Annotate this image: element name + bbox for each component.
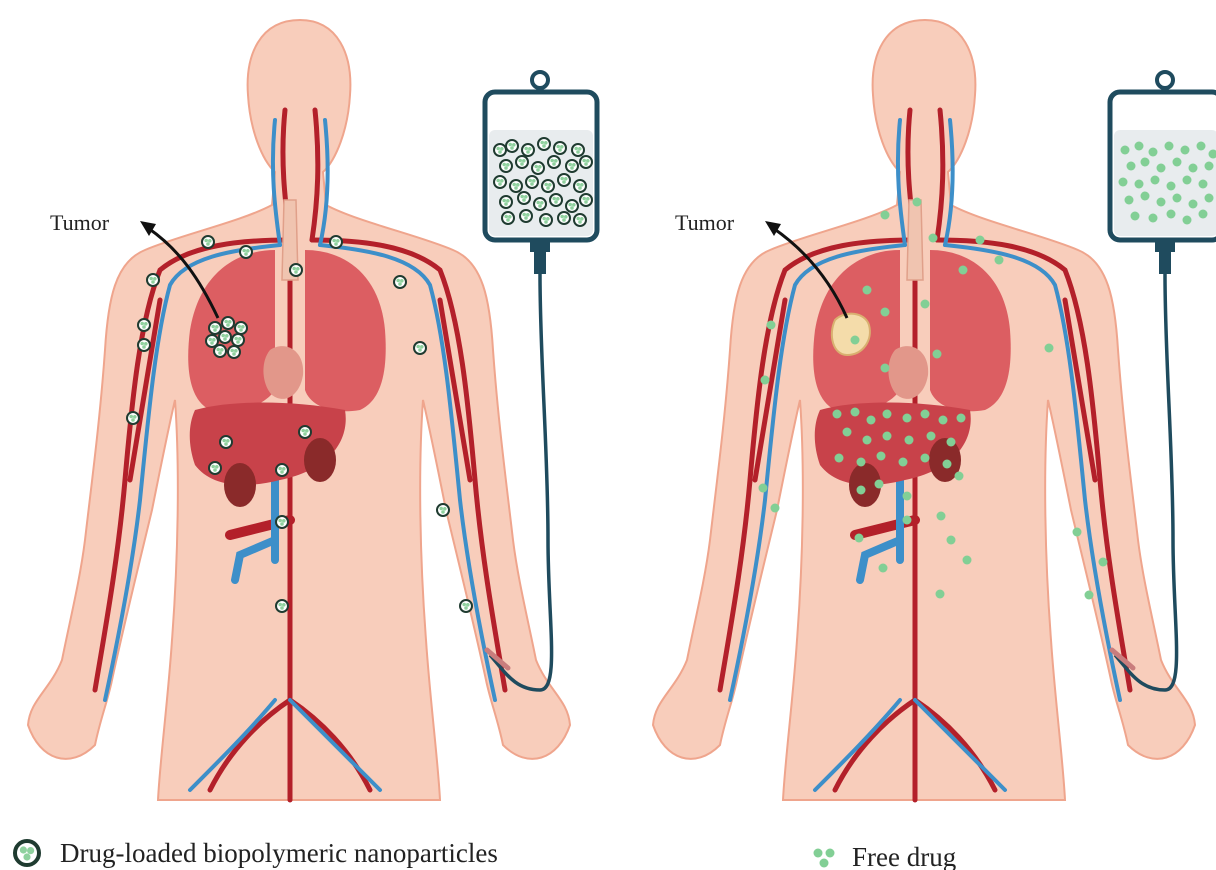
right-tumor [832, 314, 870, 355]
right-tumor-label: Tumor [675, 210, 735, 235]
legend: Drug-loaded biopolymeric nanoparticles F… [15, 838, 956, 870]
left-kidney-left [304, 438, 336, 482]
legend-nanoparticle-icon [15, 841, 39, 865]
right-iv-bag [1110, 72, 1216, 274]
right-trachea [907, 200, 923, 280]
right-panel: Tumor [653, 20, 1216, 800]
legend-free-drug-icon [814, 849, 835, 868]
left-panel: Tumor [28, 20, 597, 800]
legend-nanoparticles-label: Drug-loaded biopolymeric nanoparticles [60, 838, 498, 868]
left-kidney-right [224, 463, 256, 507]
legend-free-drug-label: Free drug [852, 842, 956, 870]
left-tumor-label: Tumor [50, 210, 110, 235]
